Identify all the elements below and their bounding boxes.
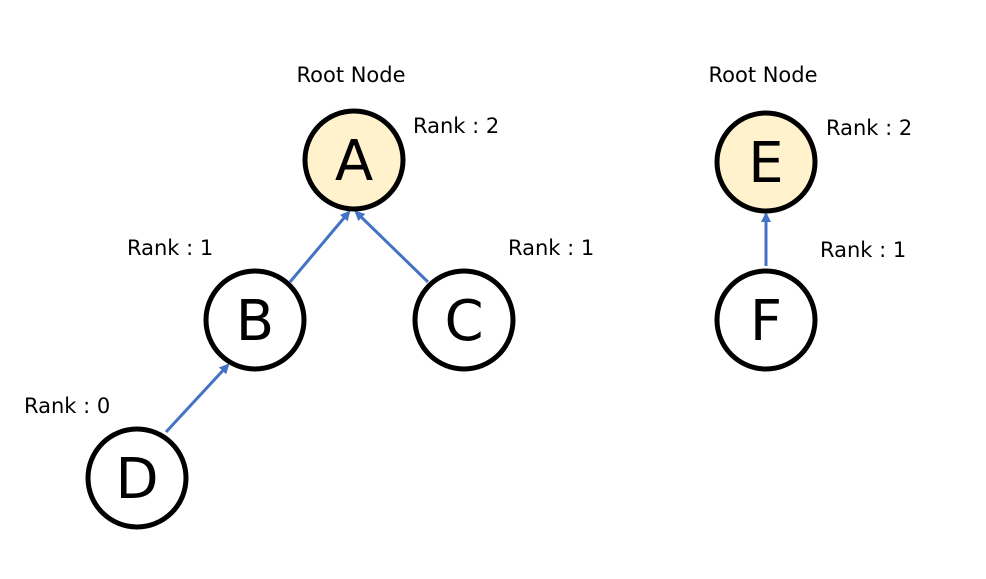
edge-c-to-a-arrow	[354, 210, 430, 284]
node-b: B	[203, 268, 307, 372]
node-f-label: F	[750, 289, 782, 354]
node-a-circle	[302, 108, 406, 212]
node-f: F	[714, 268, 818, 372]
edge-b-to-a-arrow	[288, 210, 351, 283]
rank-label-e: Rank : 2	[826, 116, 912, 140]
edge-d-to-b-arrow	[164, 363, 230, 434]
node-b-label: B	[236, 289, 274, 354]
rank-label-a: Rank : 2	[413, 114, 499, 138]
node-c-label: C	[444, 289, 483, 354]
node-c-circle	[412, 268, 516, 372]
node-d-circle	[85, 426, 189, 530]
root-node-caption-e: Root Node	[708, 63, 817, 87]
node-f-circle	[714, 268, 818, 372]
node-c: C	[412, 268, 516, 372]
node-e-label: E	[748, 131, 783, 196]
node-e: E	[714, 110, 818, 214]
node-b-circle	[203, 268, 307, 372]
node-a: A	[302, 108, 406, 212]
node-a-label: A	[335, 129, 373, 194]
rank-label-b: Rank : 1	[127, 236, 213, 260]
rank-label-d: Rank : 0	[24, 394, 110, 418]
rank-label-c: Rank : 1	[508, 236, 594, 260]
edges	[164, 210, 771, 434]
node-e-circle	[714, 110, 818, 214]
root-node-caption-a: Root Node	[296, 63, 405, 87]
rank-label-f: Rank : 1	[820, 238, 906, 262]
node-d: D	[85, 426, 189, 530]
node-d-label: D	[115, 447, 158, 512]
